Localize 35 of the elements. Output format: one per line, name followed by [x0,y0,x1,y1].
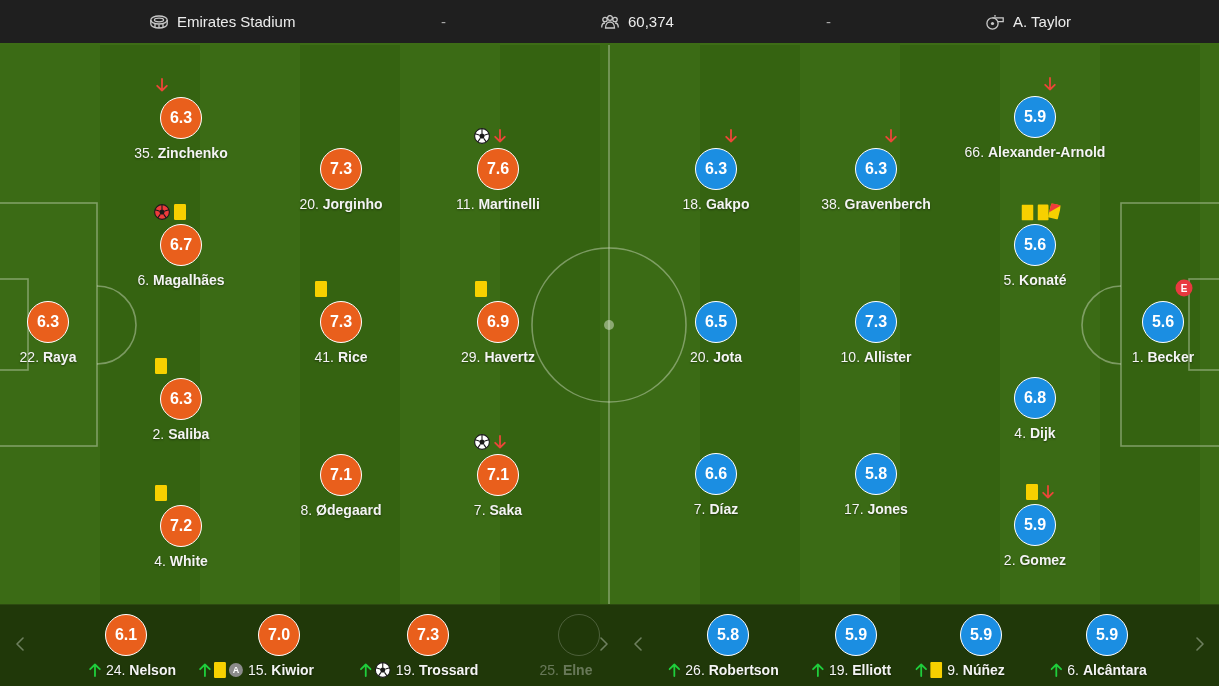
player-name: 20. Jota [689,348,743,366]
player-name: 10. Allister [840,348,912,366]
player-name: 4. White [154,552,208,570]
player-name: 4. Dijk [1014,424,1056,442]
player-name: 20. Jorginho [299,195,383,213]
player-name: 5. Konaté [1003,271,1067,289]
player-name: 24. Nelson [106,661,176,679]
match-info-text: 60,374 [628,13,674,30]
match-info-text: A. Taylor [1013,13,1072,30]
player-name: 38. Gravenberch [821,195,931,213]
player-name: 25. Elne [539,661,593,679]
player-name: 7. Díaz [693,500,739,518]
player-name: 2. Saliba [152,425,210,443]
player-name: 15. Kiwior [247,661,315,679]
player-name: 9. Núñez [947,661,1005,679]
separator-text: - [441,13,446,30]
player-name: 18. Gakpo [682,195,750,213]
player-name: 66. Alexander-Arnold [964,143,1106,161]
player-name: 17. Jones [844,500,908,518]
player-name: 22. Raya [19,348,77,366]
player-name: 2. Gomez [1003,551,1067,569]
player-name: 6. Alcântara [1067,661,1147,679]
player-name: 6. Magalhães [137,271,225,289]
player-name: 29. Havertz [461,348,535,366]
player-name: 41. Rice [314,348,368,366]
player-name: 7. Saka [473,501,523,519]
separator-text: - [826,13,831,30]
player-name: 8. Ødegaard [300,501,382,519]
player-name: 19. Trossard [395,661,479,679]
player-name: 35. Zinchenko [134,144,228,162]
match-info-text: Emirates Stadium [177,13,296,30]
player-name: 11. Martinelli [456,195,540,213]
player-name: 19. Elliott [828,661,892,679]
player-name: 26. Robertson [685,661,779,679]
player-name: 1. Becker [1131,348,1195,366]
